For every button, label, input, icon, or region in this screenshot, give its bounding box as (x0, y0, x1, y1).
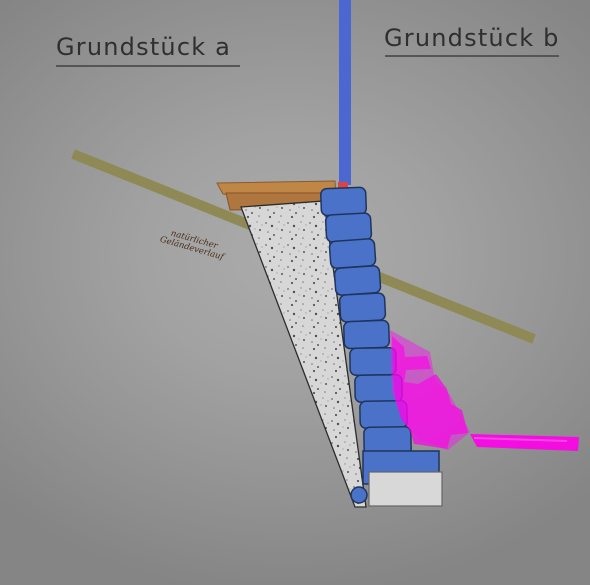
plot-b-underline (385, 55, 559, 57)
wall-block (338, 292, 387, 323)
property-line (339, 0, 351, 185)
backfill-wedge (240, 200, 367, 508)
wall-block (349, 346, 397, 377)
wall-blocks (320, 186, 412, 457)
wall-block (320, 186, 368, 217)
wall-block (328, 238, 377, 269)
wall-block (343, 319, 391, 350)
base-slab (368, 471, 443, 507)
boundary-marker (338, 182, 348, 189)
plot-b-label: Grundstück b (384, 24, 560, 52)
magenta-overlay (390, 330, 579, 451)
drain-pipe (350, 486, 368, 504)
wall-block (324, 212, 373, 243)
plot-a-label: Grundstück a (56, 33, 232, 61)
wall-block (333, 265, 382, 296)
plot-a-underline (56, 65, 240, 67)
